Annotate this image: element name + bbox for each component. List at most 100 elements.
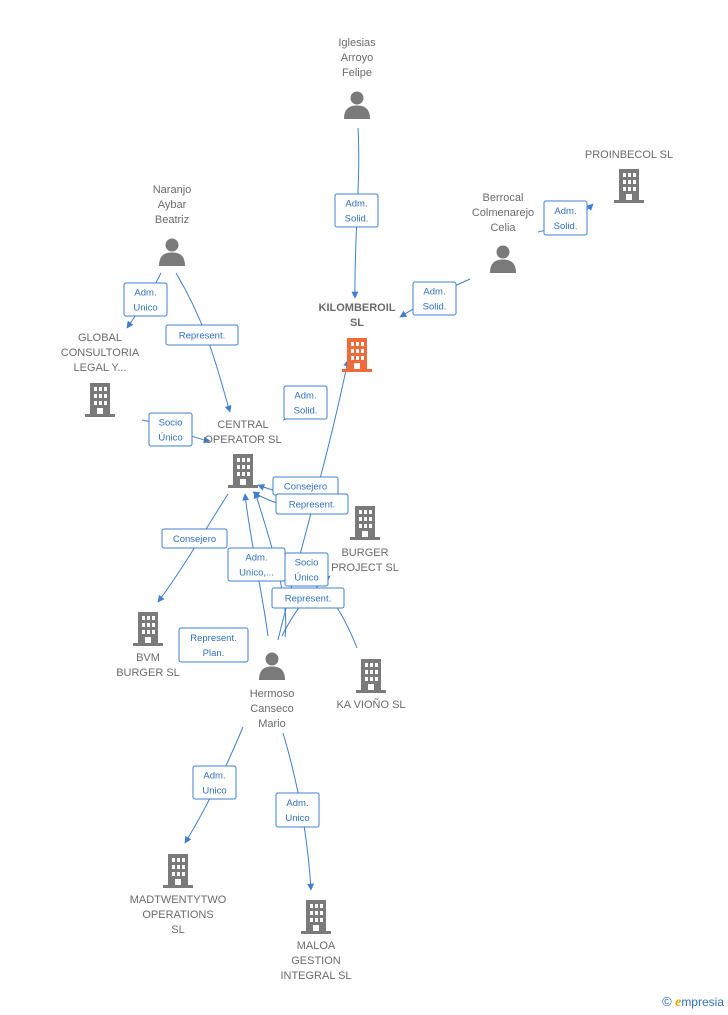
- graph-node-proinbecol[interactable]: PROINBECOL SL: [585, 149, 673, 203]
- edge-label-line: Único: [158, 433, 182, 444]
- relationship-edge: [175, 272, 232, 413]
- edge-label-line: Socio: [295, 558, 319, 569]
- edge-label-text: Adm.Unico,...: [239, 553, 274, 579]
- edge-label-text: Represent. Plan.: [190, 633, 236, 659]
- edge-label-text: Represent.: [285, 594, 331, 605]
- edge-label-line: Unico: [202, 786, 226, 797]
- node-label-line: Canseco: [250, 703, 293, 715]
- edge-label-line: Consejero: [173, 534, 216, 545]
- building-icon: [85, 383, 115, 417]
- edge-label-box: [334, 193, 379, 228]
- edge-label-line: Adm.: [245, 553, 267, 564]
- edge-label-line: Adm.: [134, 288, 156, 299]
- edge-label-box: [148, 412, 193, 447]
- edge-label-line: Solid.: [554, 221, 578, 232]
- edge-label-box: [275, 792, 320, 828]
- node-label-line: KILOMBEROIL: [319, 302, 396, 314]
- edge-label-e3[interactable]: Adm.Solid.: [412, 281, 457, 316]
- building-icon: [301, 900, 331, 934]
- edge-label-line: Represent.: [190, 633, 236, 644]
- node-label-line: KA VIOÑO SL: [336, 698, 405, 711]
- edge-label-e1[interactable]: Adm.Solid.: [334, 193, 379, 228]
- edge-label-e11[interactable]: Adm.Unico,...: [227, 547, 286, 582]
- brand-initial: e: [675, 995, 682, 1010]
- edge-label-line: Solid.: [423, 302, 447, 313]
- edge-label-e8[interactable]: Consejero: [272, 476, 339, 496]
- edge-label-e9[interactable]: Represent.: [275, 493, 349, 515]
- edge-label-box: [271, 587, 345, 609]
- edge-label-text: Adm.Solid.: [423, 287, 447, 313]
- node-label-line: Beatriz: [155, 214, 189, 226]
- edge-label-box: [165, 324, 239, 346]
- edge-label-line: Adm.: [554, 206, 576, 217]
- node-label-line: SL: [171, 924, 184, 936]
- person-icon: [159, 238, 185, 266]
- edge-label-e2[interactable]: Adm. Solid.: [543, 200, 588, 236]
- graph-node-kavino[interactable]: KA VIOÑO SL: [336, 659, 406, 711]
- edge-label-text: Adm. Unico: [285, 798, 309, 824]
- node-label-line: BVM: [136, 652, 160, 664]
- edge-label-line: Unico: [285, 813, 309, 824]
- edge-label-box: [161, 528, 228, 549]
- relationship-edge: [335, 605, 358, 649]
- edge-label-line: Represent.: [285, 594, 331, 605]
- edge-label-text: Represent.: [179, 331, 225, 342]
- edge-label-line: Represent.: [289, 500, 335, 511]
- edge-label-line: Socio: [159, 418, 183, 429]
- empresia-logo: © empresia: [662, 994, 724, 1011]
- edge-label-box: [412, 281, 457, 316]
- node-label-line: CENTRAL: [217, 419, 268, 431]
- edge-label-line: Único: [294, 573, 318, 584]
- edge-label-box: [123, 282, 168, 317]
- edge-label-text: Represent.: [289, 500, 335, 511]
- edge-label-e4[interactable]: Adm. Unico: [123, 282, 168, 317]
- edge-label-e10[interactable]: Consejero: [161, 528, 228, 549]
- edge-label-text: Adm.Solid.: [294, 391, 318, 417]
- edge-label-e6[interactable]: Adm.Solid.: [283, 385, 328, 420]
- edge-label-text: Consejero: [173, 534, 216, 545]
- edge-label-line: Unico: [133, 303, 157, 314]
- edge-label-box: [192, 765, 237, 800]
- edge-label-e14[interactable]: Represent. Plan.: [178, 627, 249, 663]
- edge-label-e16[interactable]: Adm. Unico: [275, 792, 320, 828]
- edge-label-box: [283, 385, 328, 420]
- edge-label-e5[interactable]: Represent.: [165, 324, 239, 346]
- edge-label-e15[interactable]: Adm.Unico: [192, 765, 237, 800]
- node-label-line: BURGER: [341, 547, 388, 559]
- node-label-line: GLOBAL: [78, 332, 122, 344]
- building-icon: [350, 506, 380, 540]
- node-label-line: GESTION: [291, 955, 341, 967]
- edge-label-box: [543, 200, 588, 236]
- node-label-line: Berrocal: [483, 192, 524, 204]
- node-label-line: Arroyo: [341, 52, 373, 64]
- node-label-line: Iglesias: [338, 37, 376, 49]
- edge-label-line: Adm.: [294, 391, 316, 402]
- edge-label-e13[interactable]: Represent.: [271, 587, 345, 609]
- building-icon: [133, 612, 163, 646]
- edge-label-line: Plan.: [203, 648, 225, 659]
- node-label-line: Celia: [490, 222, 516, 234]
- edge-label-line: Adm.: [286, 798, 308, 809]
